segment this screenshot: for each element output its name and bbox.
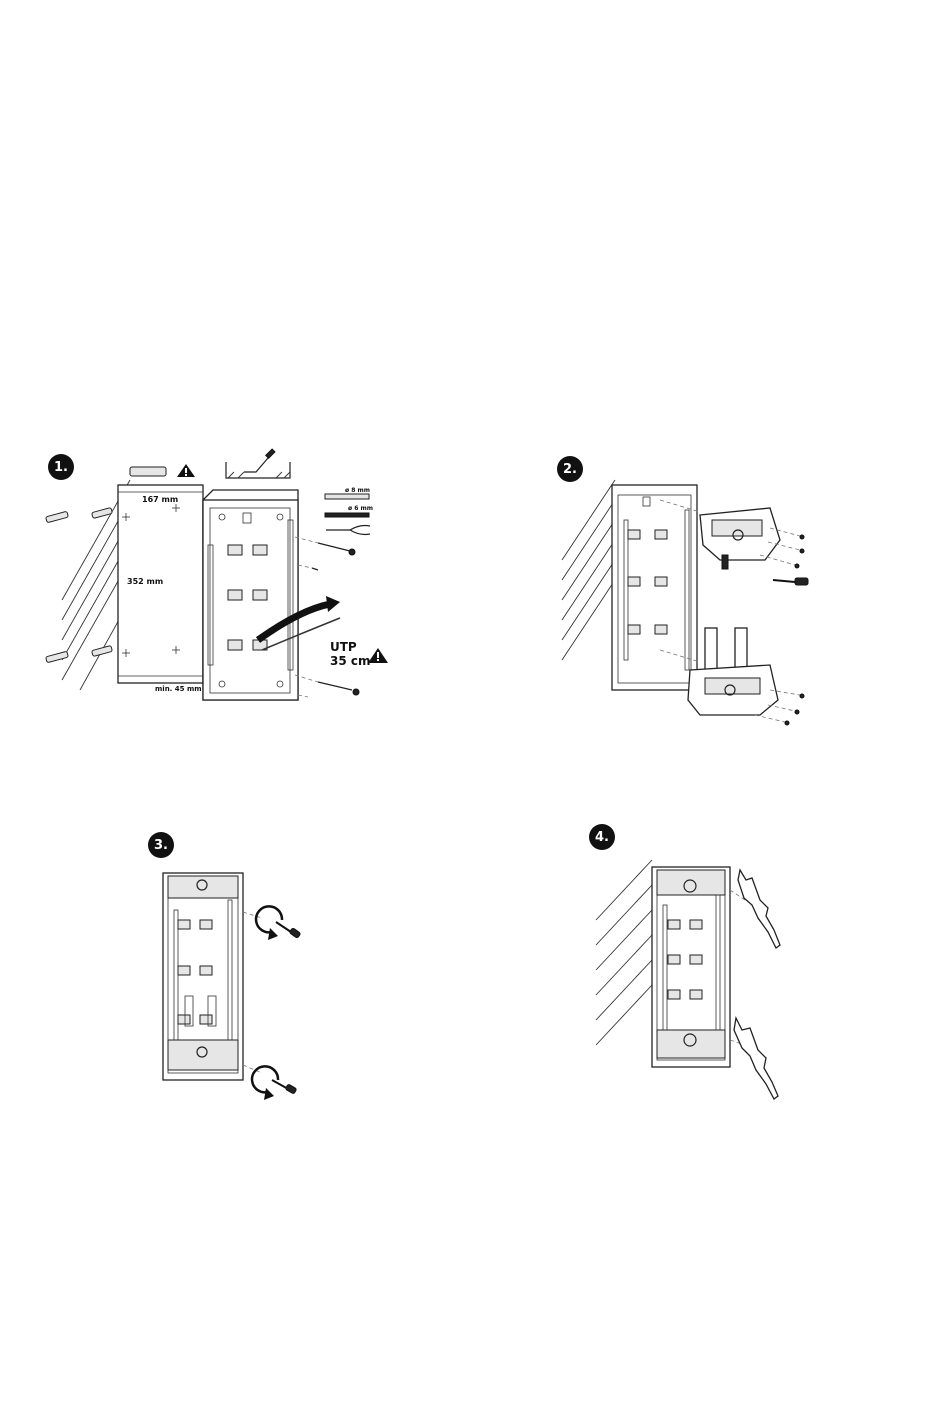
wall-hatch-4 [596, 860, 652, 1045]
side-clip-upper [730, 870, 780, 948]
assembled-box-4 [652, 867, 730, 1067]
side-clip-lower [730, 1018, 778, 1099]
